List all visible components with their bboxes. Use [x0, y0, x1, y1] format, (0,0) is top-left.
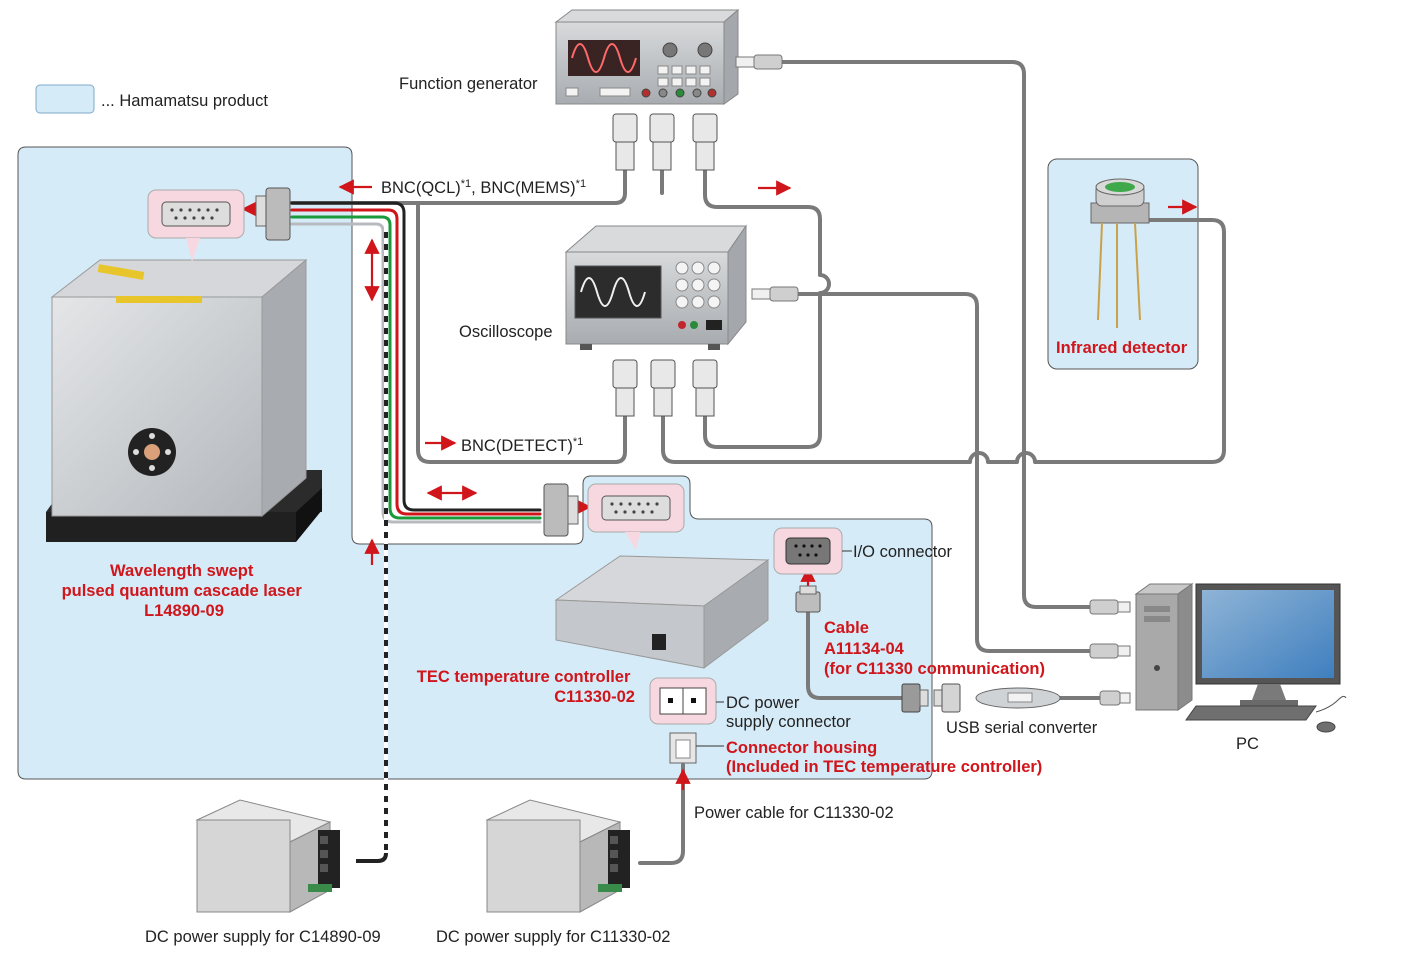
- osc-bnc-connectors: [612, 359, 718, 417]
- legend: ... Hamamatsu product: [35, 84, 268, 114]
- tec-connector-callout: [587, 483, 685, 550]
- laser-tec-cable: [290, 201, 542, 524]
- oscilloscope-icon: [564, 224, 747, 350]
- laser-label: Wavelength swept pulsed quantum cascade …: [62, 562, 307, 620]
- legend-swatch: [35, 84, 95, 114]
- detector-icon: [1090, 178, 1150, 328]
- signal-arrows: [241, 179, 1198, 790]
- laser-connector-callout: [147, 189, 245, 262]
- function-generator-icon: [554, 8, 740, 105]
- dc-supply-tec-label: DC power supply for C11330-02: [436, 928, 670, 946]
- bnc-detect-label: BNC(DETECT)*1: [461, 436, 583, 455]
- gray-cables: [290, 60, 1226, 865]
- tec-controller-label: TEC temperature controller C11330-02: [417, 668, 635, 706]
- pc-usb-plugs: [1089, 599, 1131, 706]
- pc-icon: [1134, 583, 1347, 733]
- infrared-detector-label: Infrared detector: [1056, 339, 1188, 357]
- dc-power-connector-callout: [649, 677, 717, 725]
- tec-controller-icon: [554, 555, 770, 669]
- tec-dsub-connector: [543, 483, 579, 537]
- usb-serial-converter-icon: [901, 683, 1061, 713]
- bnc-qcl-mems-label: BNC(QCL)*1, BNC(MEMS)*1: [381, 178, 586, 197]
- fg-usb-plug: [735, 54, 783, 70]
- connector-housing-icon: [669, 732, 697, 764]
- legend-text: ... Hamamatsu product: [101, 92, 268, 110]
- detector-product-region: [1047, 158, 1199, 370]
- power-cable-label: Power cable for C11330-02: [694, 804, 894, 822]
- power-supply-icon: [485, 799, 630, 913]
- fg-bnc-connectors: [612, 113, 718, 171]
- io-connector-callout: [773, 527, 843, 575]
- usb-serial-converter-label: USB serial converter: [946, 719, 1098, 737]
- laser-icon: [46, 258, 322, 542]
- power-supply-icon: [195, 799, 340, 913]
- connector-housing-label: Connector housing (Included in TEC tempe…: [726, 739, 1042, 776]
- oscilloscope-label: Oscilloscope: [459, 323, 553, 341]
- io-connector-label: I/O connector: [853, 543, 953, 561]
- dc-power-connector-label: DC power supply connector: [726, 694, 851, 731]
- laser-power-cable: [356, 226, 388, 863]
- io-cable-plug: [795, 585, 821, 613]
- osc-usb-plug: [751, 286, 799, 302]
- cable-label: Cable A11134-04 (for C11330 communicatio…: [824, 619, 1045, 678]
- dc-supply-laser-label: DC power supply for C14890-09: [145, 928, 381, 946]
- pc-label: PC: [1236, 735, 1259, 753]
- function-generator-label: Function generator: [399, 75, 538, 93]
- laser-dsub-connector: [255, 187, 291, 241]
